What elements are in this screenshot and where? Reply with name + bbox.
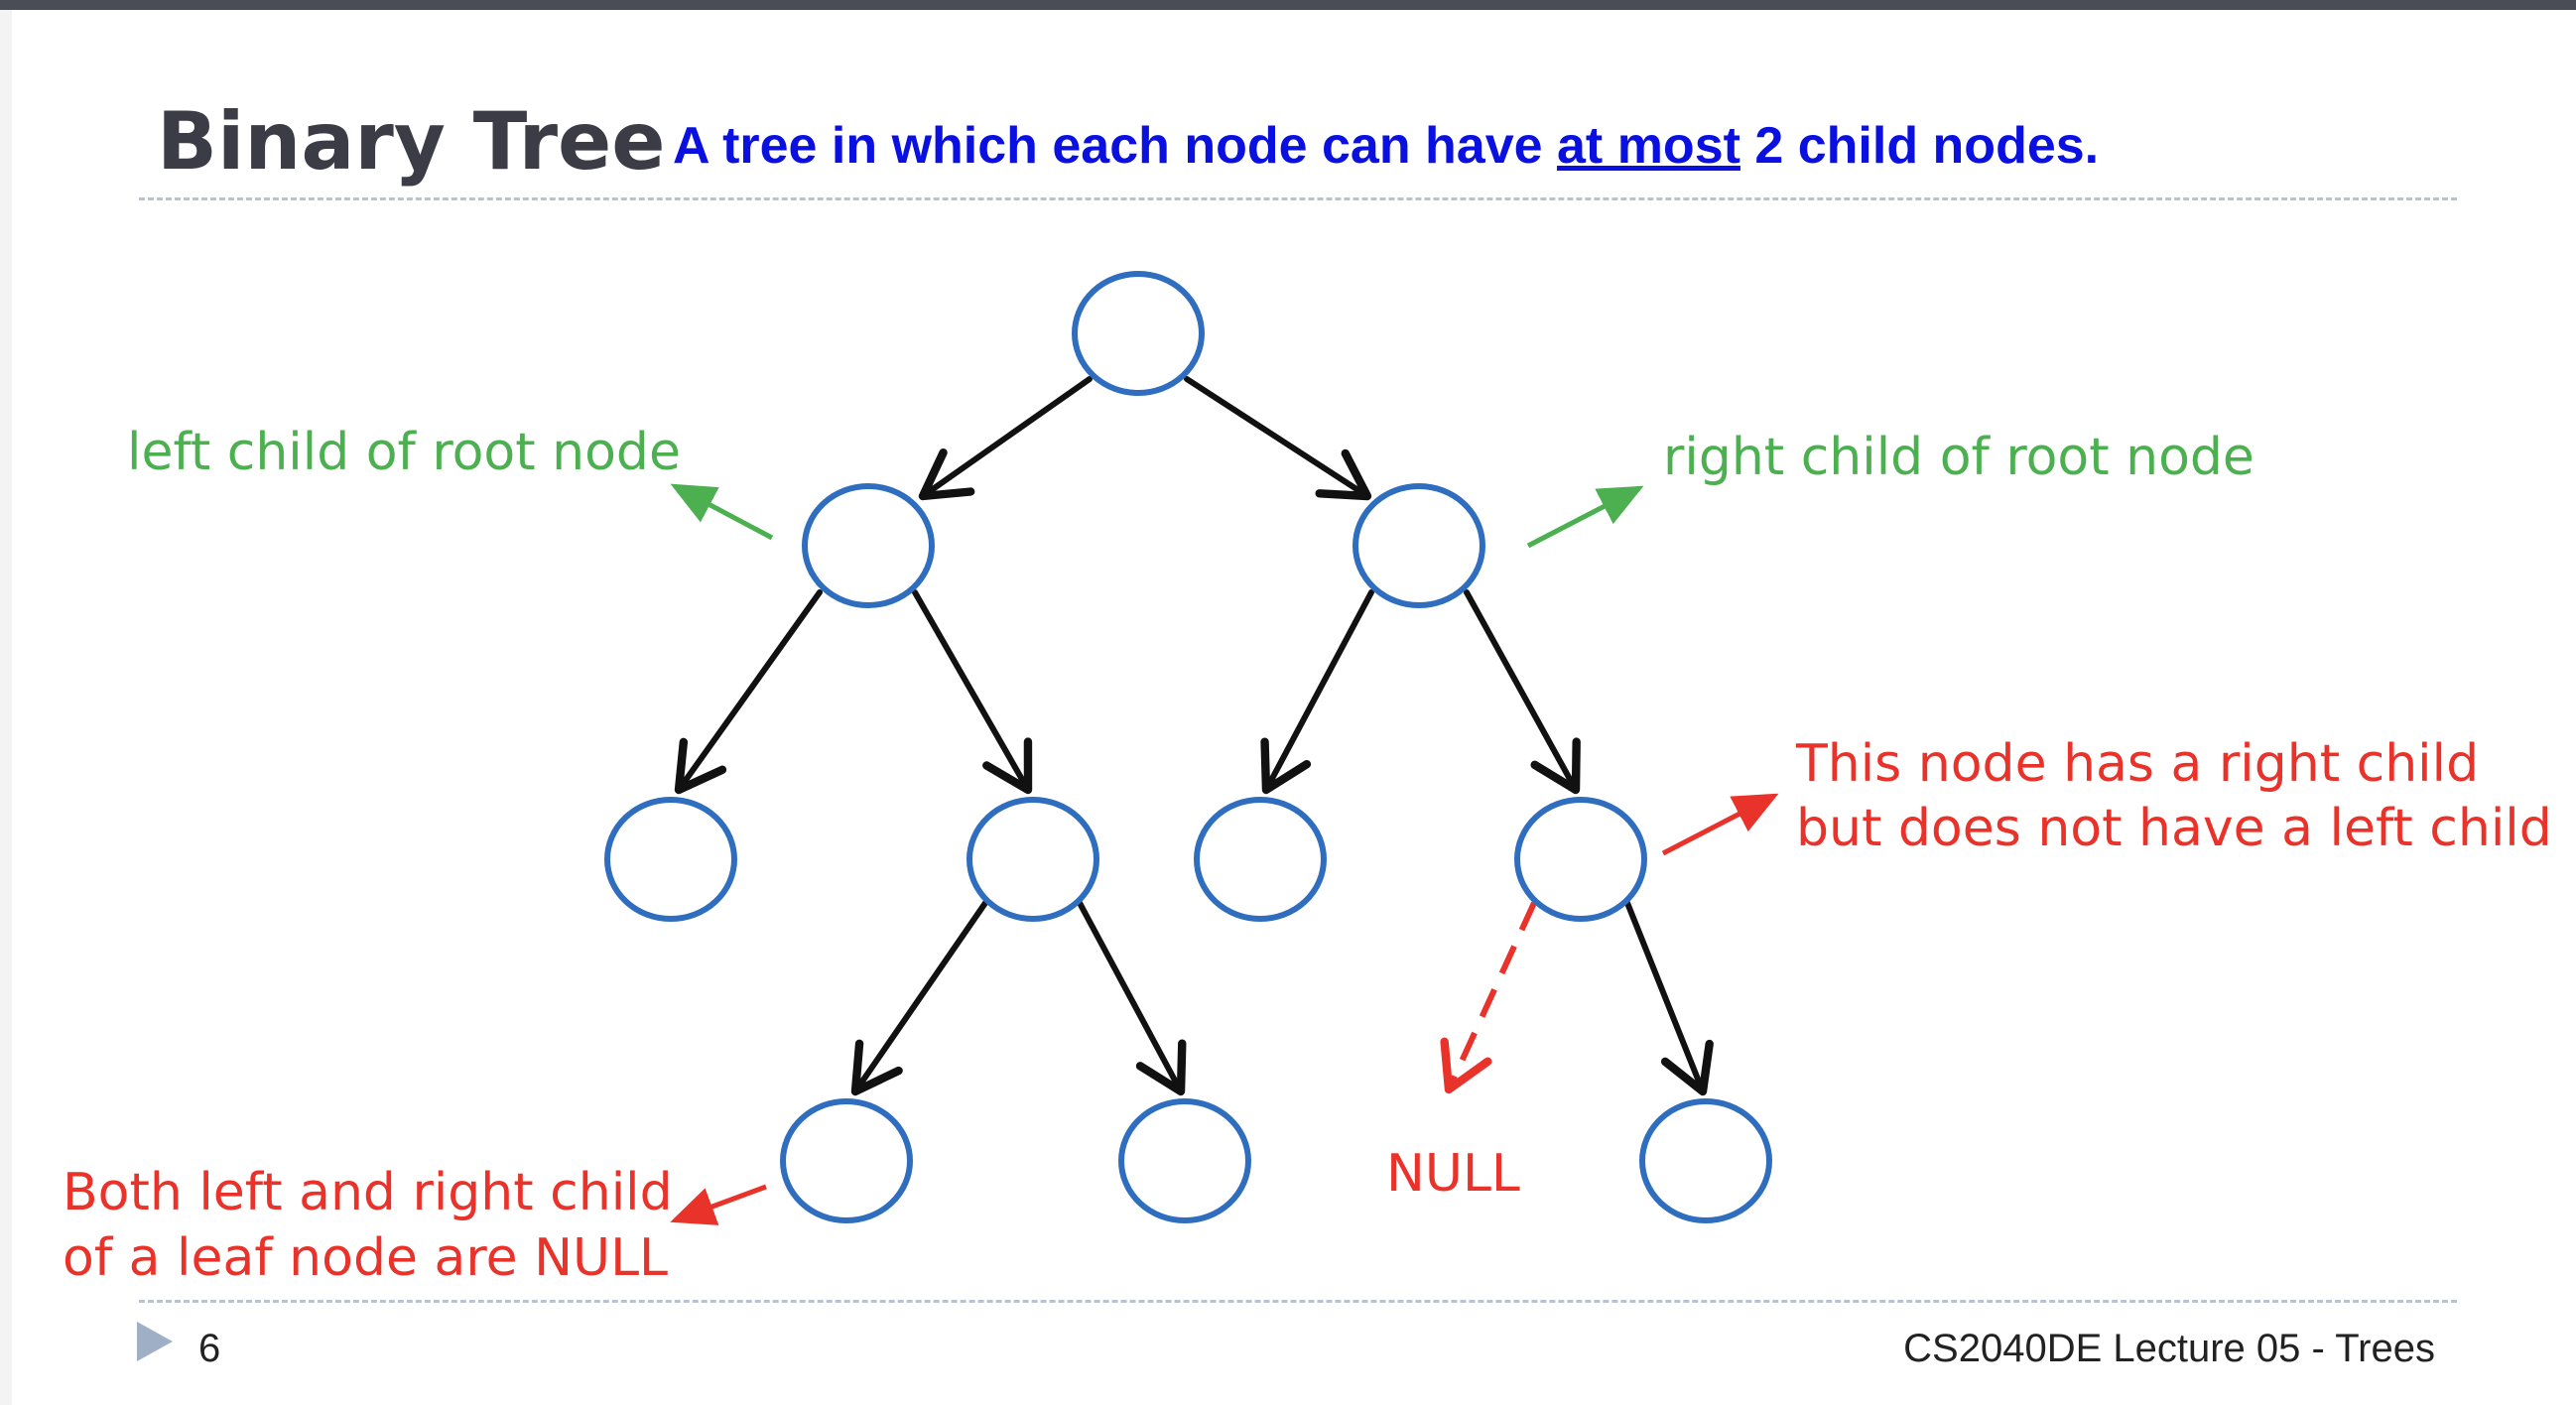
node-rr xyxy=(1514,797,1647,922)
edge-lr-left xyxy=(850,900,988,1096)
left-child-label: left child of root node xyxy=(127,423,681,482)
right-child-node xyxy=(1352,483,1485,608)
right-only-label-line1: This node has a right child xyxy=(1795,734,2479,794)
edge-l-lr xyxy=(912,589,1033,795)
subtitle-emphasis: at most xyxy=(1557,117,1740,175)
leaf-label-line1: Both left and right child xyxy=(63,1163,673,1222)
edge-r-rl xyxy=(1260,589,1374,795)
course-footer: CS2040DE Lecture 05 - Trees xyxy=(1903,1327,2435,1370)
edge-l-ll xyxy=(674,589,823,795)
subtitle-text-after: 2 child nodes. xyxy=(1739,117,2100,175)
right-child-label: right child of root node xyxy=(1663,428,2254,487)
leaf-node-lrr xyxy=(1118,1098,1251,1223)
left-child-annotation-arrow xyxy=(670,483,774,541)
leaf-label-line2: of a leaf node are NULL xyxy=(63,1228,668,1288)
slide-subtitle: A tree in which each node can have at mo… xyxy=(673,111,2099,181)
page-number: 6 xyxy=(198,1327,221,1370)
leaf-node-lrl xyxy=(780,1098,913,1223)
edge-root-right xyxy=(1184,376,1372,501)
tree-edges xyxy=(674,376,1714,1096)
footer-divider xyxy=(139,1300,2457,1303)
window-top-bar xyxy=(0,0,2576,10)
leaf-annotation-arrow xyxy=(670,1184,767,1225)
edge-rr-right xyxy=(1624,900,1714,1096)
leaf-node-ll xyxy=(604,797,737,922)
right-only-annotation-arrow xyxy=(1661,793,1779,856)
edge-lr-right xyxy=(1077,900,1187,1096)
slide-left-edge xyxy=(0,10,12,1405)
slide-title: Binary Tree xyxy=(157,95,666,188)
edge-r-rr xyxy=(1464,589,1581,795)
edge-root-left xyxy=(918,376,1093,501)
tree-nodes xyxy=(604,271,1772,1223)
title-divider xyxy=(139,197,2457,200)
null-label: NULL xyxy=(1386,1144,1520,1204)
right-child-annotation-arrow xyxy=(1526,485,1644,549)
node-lr xyxy=(966,797,1099,922)
subtitle-text-before: A tree in which each node can have xyxy=(673,117,1558,175)
footer-triangle-icon xyxy=(137,1322,173,1361)
right-only-label-line2: but does not have a left child xyxy=(1796,799,2552,858)
left-child-node xyxy=(802,483,935,608)
root-node xyxy=(1072,271,1205,396)
leaf-node-rl xyxy=(1194,797,1327,922)
leaf-node-rrr xyxy=(1639,1098,1772,1223)
null-pointer-arrow xyxy=(1440,901,1537,1094)
